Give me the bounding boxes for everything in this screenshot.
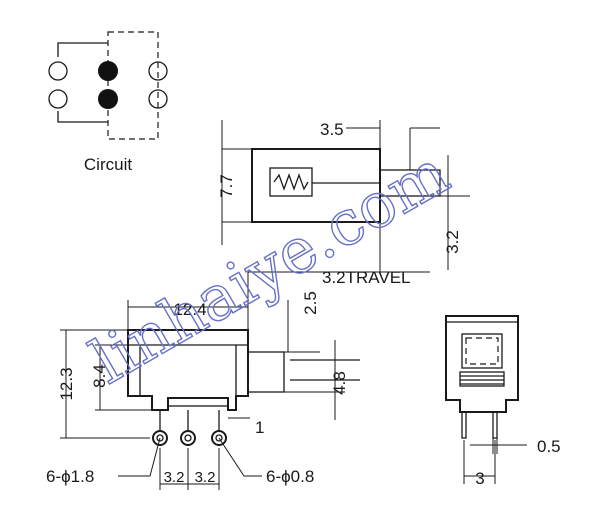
- dim-label: 3.2: [443, 230, 462, 254]
- dim-label: 6-ϕ0.8: [266, 467, 314, 486]
- front-view-actuator: [247, 351, 285, 393]
- end-view-body: [445, 315, 519, 413]
- circuit-terminal: [48, 61, 68, 81]
- top-view: 3.5 7.7 3.2 3.2TRAVEL: [217, 120, 470, 287]
- pin-hole: [180, 430, 196, 446]
- circuit-common-terminal: [98, 89, 118, 109]
- dim-label: 3: [475, 469, 484, 488]
- end-view-window: [461, 333, 503, 369]
- dim-label: 12.4: [173, 300, 206, 319]
- end-view-pin: [492, 411, 498, 439]
- spring-window: [269, 167, 313, 197]
- dim-label: 3.2TRAVEL: [322, 268, 411, 287]
- dim-label: 3.2: [195, 469, 216, 486]
- circuit-terminal: [48, 89, 68, 109]
- spring-icon: [273, 173, 309, 191]
- dim-label: 7.7: [217, 174, 236, 198]
- circuit-diagram: Circuit: [48, 31, 168, 174]
- dim-label: 6-ϕ1.8: [46, 467, 94, 486]
- circuit-terminal: [148, 61, 168, 81]
- end-view-pin: [461, 411, 467, 439]
- front-view: 12.4 12.3 8.4 2.5 4.8 1 3.2 3.2 6-ϕ1.8: [46, 272, 360, 490]
- circuit-terminal: [148, 89, 168, 109]
- pin-hole: [211, 430, 227, 446]
- circuit-wire-top: [57, 42, 108, 57]
- dim-label: 0.5: [537, 437, 561, 456]
- circuit-dashed-frame: [107, 31, 159, 140]
- dim-label: 3.5: [320, 120, 344, 139]
- circuit-label: Circuit: [84, 155, 132, 174]
- dim-label: 1: [255, 418, 264, 437]
- dim-label: 3.2: [164, 469, 185, 486]
- dim-label: 4.8: [330, 371, 349, 395]
- end-view: 3 0.5: [445, 315, 561, 488]
- dim-label: 12.3: [57, 367, 76, 400]
- dim-label: 2.5: [301, 291, 320, 315]
- pin-hole: [152, 430, 168, 446]
- dim-label: 8.4: [90, 364, 109, 388]
- circuit-wire-bottom: [57, 111, 108, 123]
- circuit-common-terminal: [98, 61, 118, 81]
- end-view-spring: [459, 371, 505, 387]
